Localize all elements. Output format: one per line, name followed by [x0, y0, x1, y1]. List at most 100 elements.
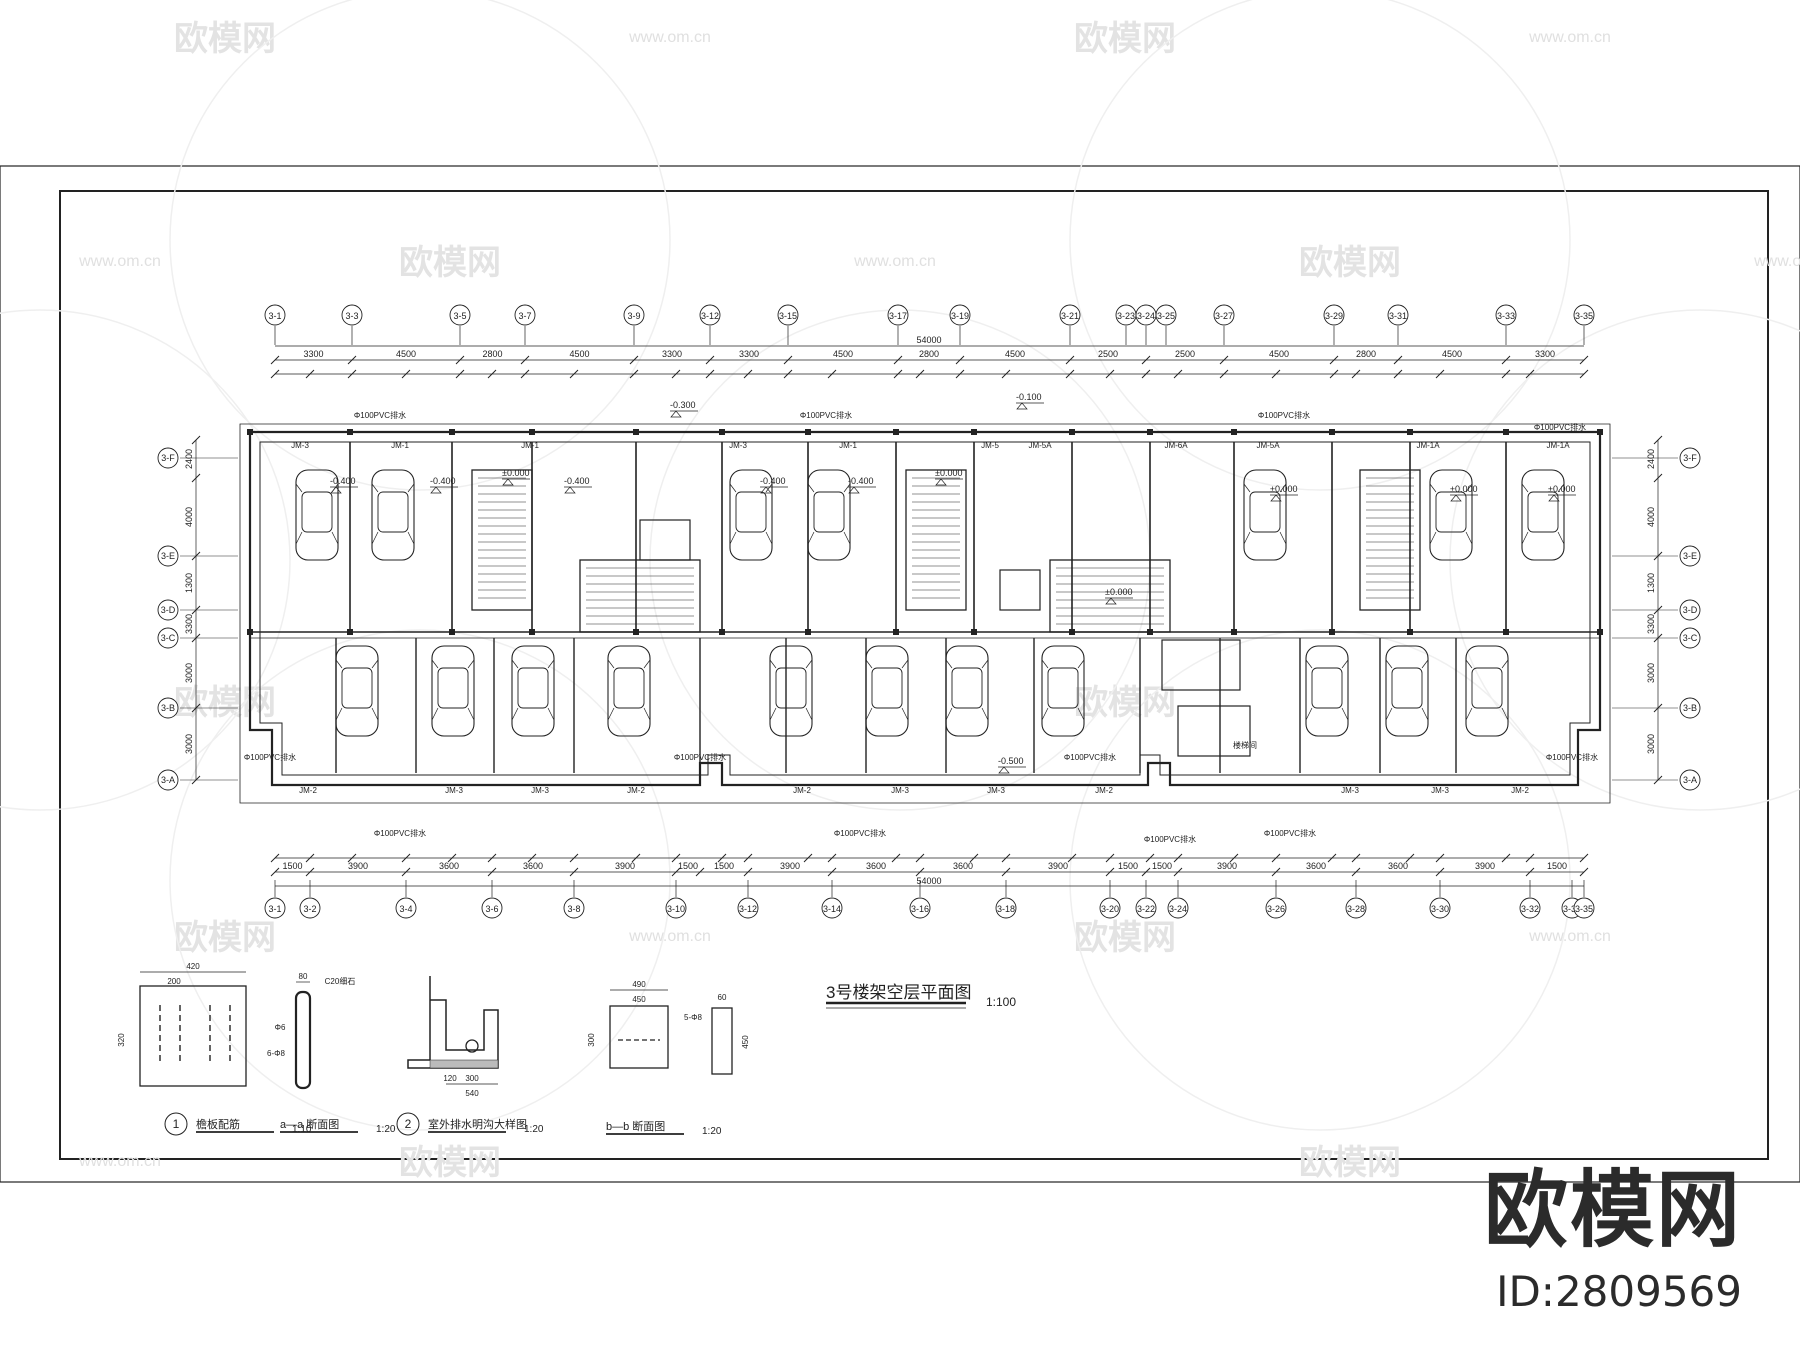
car-roof — [437, 667, 469, 709]
pipe-note: Φ100PVC排水 — [1264, 828, 1316, 838]
beam-tag-bottom: JM-3 — [1431, 786, 1449, 795]
dim-left-text: 1300 — [184, 573, 194, 593]
dim-top-1-text: 4500 — [569, 349, 589, 359]
level-symbol — [1270, 494, 1298, 502]
watermark-tile-brand: 欧模网 — [174, 684, 276, 722]
pipe-note: Φ100PVC排水 — [1064, 752, 1116, 762]
dim-right-tick — [1653, 473, 1663, 483]
plan-annotations: -0.400-0.400±0.000-0.400-0.400-0.400±0.0… — [244, 392, 1598, 844]
column — [449, 429, 455, 435]
car-roof — [871, 667, 903, 709]
small-room — [1177, 705, 1251, 757]
car-rear — [371, 707, 379, 721]
dim-bottom-1-tick — [695, 867, 705, 877]
detail-number: 1 — [173, 1117, 180, 1131]
car-rear — [765, 531, 773, 545]
dim-top-2-tick — [520, 369, 530, 379]
drawing-scale: 1:100 — [986, 995, 1016, 1009]
car-rear — [335, 707, 343, 721]
detail-aa-note: C20细石 — [325, 976, 356, 986]
car-windshield — [335, 659, 343, 669]
dim-bottom-1-text: 3900 — [1475, 861, 1495, 871]
detail1-dim: 200 — [167, 977, 181, 986]
grid-bubble-bottom — [481, 897, 503, 919]
dim-right-text: 3300 — [1646, 614, 1656, 634]
beam-tag-bottom: JM-2 — [627, 786, 645, 795]
dim-top-1-tick — [705, 355, 715, 365]
dim-top-2-tick — [401, 369, 411, 379]
dim-right-text: 4000 — [1646, 507, 1656, 527]
dim-bottom-1-text: 3600 — [953, 861, 973, 871]
column — [893, 629, 899, 635]
car-lower — [511, 645, 555, 737]
overall-dim-bottom: 54000 — [916, 876, 941, 886]
car-windshield — [1341, 659, 1349, 669]
dim-bottom-1-tick — [743, 867, 753, 877]
dim-bottom-2-tick — [1229, 853, 1239, 863]
dim-top-1-text: 2800 — [482, 349, 502, 359]
watermark-tile-site: www.om.cn — [1528, 29, 1611, 46]
dim-top-2-tick — [1219, 369, 1229, 379]
grid-bubble-top — [623, 304, 645, 326]
detail-number: 2 — [405, 1117, 412, 1131]
dim-right-text: 3000 — [1646, 734, 1656, 754]
car-roof — [517, 667, 549, 709]
dim-left-tick — [191, 703, 201, 713]
level-symbol — [935, 478, 963, 486]
car-rear — [805, 707, 813, 721]
watermark-tile-brand: 欧模网 — [399, 244, 501, 282]
grid-bubble-side — [1679, 545, 1701, 567]
dim-top-2-tick — [827, 369, 837, 379]
watermark-tile-site: www.om.cn — [78, 1153, 161, 1170]
car-rear — [431, 707, 439, 721]
dim-bottom-1-text: 3600 — [1306, 861, 1326, 871]
grid-label-side: 3-B — [161, 703, 175, 713]
level-mark: ±0.000 — [1270, 484, 1297, 494]
room-label: 楼梯间 — [1233, 740, 1257, 750]
car-rear — [1279, 531, 1287, 545]
dim-bottom-2-tick — [1145, 853, 1155, 863]
dim-top-2-tick — [1329, 369, 1339, 379]
watermark-tile-brand: 欧模网 — [399, 1144, 501, 1182]
pipe-note: Φ100PVC排水 — [674, 752, 726, 762]
pipe-note: Φ100PVC排水 — [1258, 410, 1310, 420]
grid-label-side: 3-E — [1683, 551, 1697, 561]
dim-top-2-tick — [487, 369, 497, 379]
grid-label-bottom: 3-14 — [823, 904, 841, 914]
column — [247, 629, 253, 635]
detail-title: b—b 断面图 — [606, 1119, 665, 1133]
car-rear — [1041, 707, 1049, 721]
car-rear — [547, 707, 555, 721]
grid-label-top: 3-15 — [779, 311, 797, 321]
dim-bottom-1-text: 3900 — [348, 861, 368, 871]
column — [805, 429, 811, 435]
dim-top-1-text: 3300 — [1535, 349, 1555, 359]
dim-bottom-2-tick — [1067, 853, 1077, 863]
car-windshield — [431, 659, 439, 669]
watermark-tile-site: www.om.cn — [78, 253, 161, 270]
dim-bottom-1-tick — [569, 867, 579, 877]
dim-top-2-tick — [347, 369, 357, 379]
watermark-id: ID:2809569 — [1496, 1267, 1742, 1316]
dim-bottom-2-tick — [827, 853, 837, 863]
dim-bottom-2-tick — [803, 853, 813, 863]
dim-left-tick — [191, 435, 201, 445]
car-roof — [301, 491, 333, 533]
level-mark: -0.500 — [998, 756, 1024, 766]
column — [1407, 629, 1413, 635]
car-rear — [1421, 707, 1429, 721]
column — [1503, 629, 1509, 635]
car-rear — [807, 531, 815, 545]
detail-scale: 1:10 — [292, 1124, 312, 1135]
detail1-dim: 320 — [117, 1033, 126, 1047]
car-windshield — [1521, 483, 1529, 493]
car-rear — [865, 707, 873, 721]
car-rear — [607, 707, 615, 721]
grid-label-bottom: 3-8 — [567, 904, 580, 914]
dim-top-1-tick — [520, 355, 530, 365]
car-rear — [331, 531, 339, 545]
grid-label-bottom: 3-18 — [997, 904, 1015, 914]
car-body — [1465, 645, 1509, 737]
dim-bottom-1-tick — [1435, 867, 1445, 877]
grid-label-bottom: 3-10 — [667, 904, 685, 914]
